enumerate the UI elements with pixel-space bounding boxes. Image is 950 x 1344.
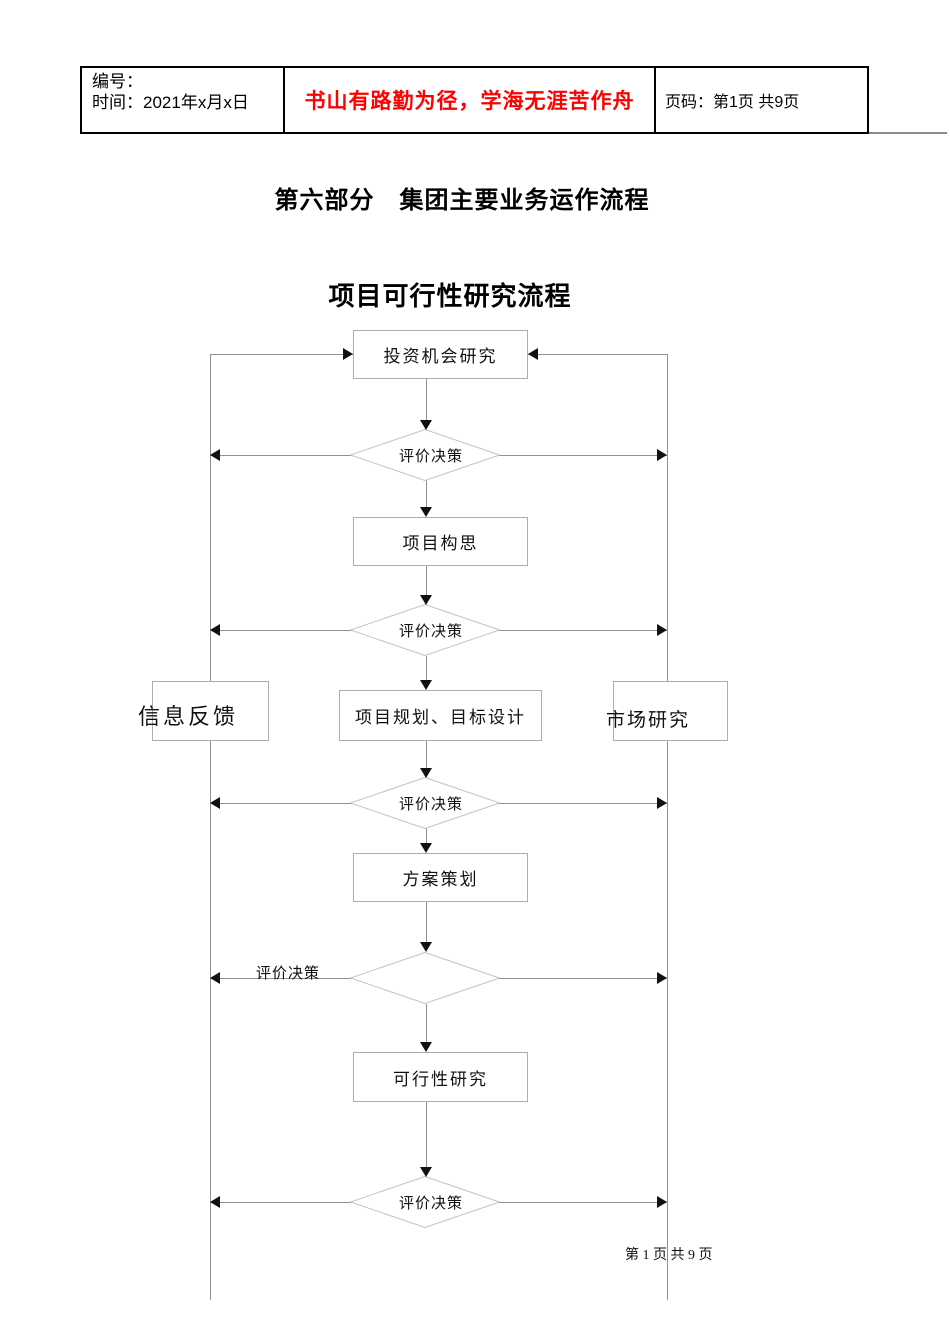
flow-box-label: 信息反馈	[138, 704, 239, 729]
doc-date-label: 时间：2021年x月x日	[92, 93, 249, 112]
decision-label: 评价决策	[398, 448, 463, 465]
arrowhead-right-row-1	[657, 449, 667, 461]
footer-page-number: 第 1 页 共 9 页	[625, 1248, 713, 1263]
arrowhead-left-row-1	[210, 449, 220, 461]
arrowhead-down-9	[420, 1167, 432, 1177]
flow-box-info-feedback: 信息反馈	[138, 681, 269, 741]
feedback-line-top-left	[210, 354, 353, 355]
flow-box-planning-design: 项目规划、目标设计	[339, 690, 542, 741]
feedback-line-top-right	[528, 354, 667, 355]
page-number-text: 页码：第1页 共9页	[665, 94, 800, 111]
decision-diamond-4-empty	[350, 952, 500, 1004]
decision-diamond-3: 评价决策	[350, 777, 500, 829]
connector-box4-diamond4	[426, 902, 427, 943]
flow-box-label: 项目规划、目标设计	[355, 708, 526, 727]
arrowhead-down-5	[420, 768, 432, 778]
header-cell-motto: 书山有路勤为径，学海无涯苦作舟	[285, 68, 654, 132]
doc-number-label: 编号：	[92, 72, 143, 91]
section-title: 第六部分 集团主要业务运作流程	[274, 187, 650, 214]
connector-box3-diamond3	[426, 741, 427, 769]
flow-box-investment-research: 投资机会研究	[353, 330, 528, 379]
connector-box2-diamond2	[426, 566, 427, 596]
decision-diamond-5: 评价决策	[350, 1176, 500, 1228]
flow-box-label: 可行性研究	[393, 1069, 488, 1089]
connector-diamond3-box4	[426, 828, 427, 844]
header-bottom-border-extension	[869, 132, 947, 134]
connector-diamond2-box3	[426, 656, 427, 681]
diamond-shape	[350, 1176, 500, 1228]
decision-label: 评价决策	[398, 623, 463, 640]
arrowhead-left-row-2	[210, 624, 220, 636]
flow-box-label: 项目构思	[402, 534, 479, 553]
diamond-shape	[350, 429, 500, 481]
feedback-line-right	[667, 354, 668, 1300]
flow-box-feasibility-study: 可行性研究	[353, 1052, 528, 1102]
flow-box-label: 市场研究	[606, 709, 691, 731]
arrowhead-down-1	[420, 420, 432, 430]
arrowhead-right-row-2	[657, 624, 667, 636]
decision-diamond-2: 评价决策	[350, 604, 500, 656]
flow-box-market-research: 市场研究	[606, 681, 728, 741]
diamond-shape	[350, 604, 500, 656]
connector-box1-diamond1	[426, 379, 427, 421]
header-table: 编号： 时间：2021年x月x日 书山有路勤为径，学海无涯苦作舟 页码：第1页 …	[80, 66, 869, 134]
arrowhead-left-row-4	[210, 972, 220, 984]
header-cell-page-number: 页码：第1页 共9页	[654, 68, 867, 132]
flow-box-scheme-planning: 方案策划	[353, 853, 528, 902]
flow-box-label: 方案策划	[402, 870, 479, 889]
arrowhead-down-6	[420, 843, 432, 853]
arrowhead-down-3	[420, 595, 432, 605]
feedback-line-left	[210, 354, 211, 1300]
diamond-shape	[350, 777, 500, 829]
decision-label: 评价决策	[398, 1195, 463, 1212]
decision-diamond-1: 评价决策	[350, 429, 500, 481]
arrowhead-into-top-box-left	[343, 348, 353, 360]
arrowhead-down-2	[420, 507, 432, 517]
arrowhead-into-top-box-right	[528, 348, 538, 360]
decision-label: 评价决策	[398, 796, 463, 813]
arrowhead-right-row-4	[657, 972, 667, 984]
arrowhead-down-4	[420, 680, 432, 690]
flow-box-project-idea: 项目构思	[353, 517, 528, 566]
motto-text: 书山有路勤为径，学海无涯苦作舟	[304, 90, 635, 113]
header-cell-number-date: 编号： 时间：2021年x月x日	[82, 68, 285, 132]
flowchart-title: 项目可行性研究流程	[328, 281, 572, 311]
decision-side-label: 评价决策	[255, 966, 320, 982]
connector-box5-diamond5	[426, 1102, 427, 1168]
connector-diamond1-box2	[426, 480, 427, 508]
arrowhead-right-row-5	[657, 1196, 667, 1208]
arrowhead-down-8	[420, 1042, 432, 1052]
connector-diamond4-box5	[426, 1004, 427, 1043]
arrowhead-right-row-3	[657, 797, 667, 809]
arrowhead-down-7	[420, 942, 432, 952]
arrowhead-left-row-5	[210, 1196, 220, 1208]
arrowhead-left-row-3	[210, 797, 220, 809]
diamond-shape	[350, 952, 500, 1004]
flow-box-label: 投资机会研究	[383, 347, 498, 366]
